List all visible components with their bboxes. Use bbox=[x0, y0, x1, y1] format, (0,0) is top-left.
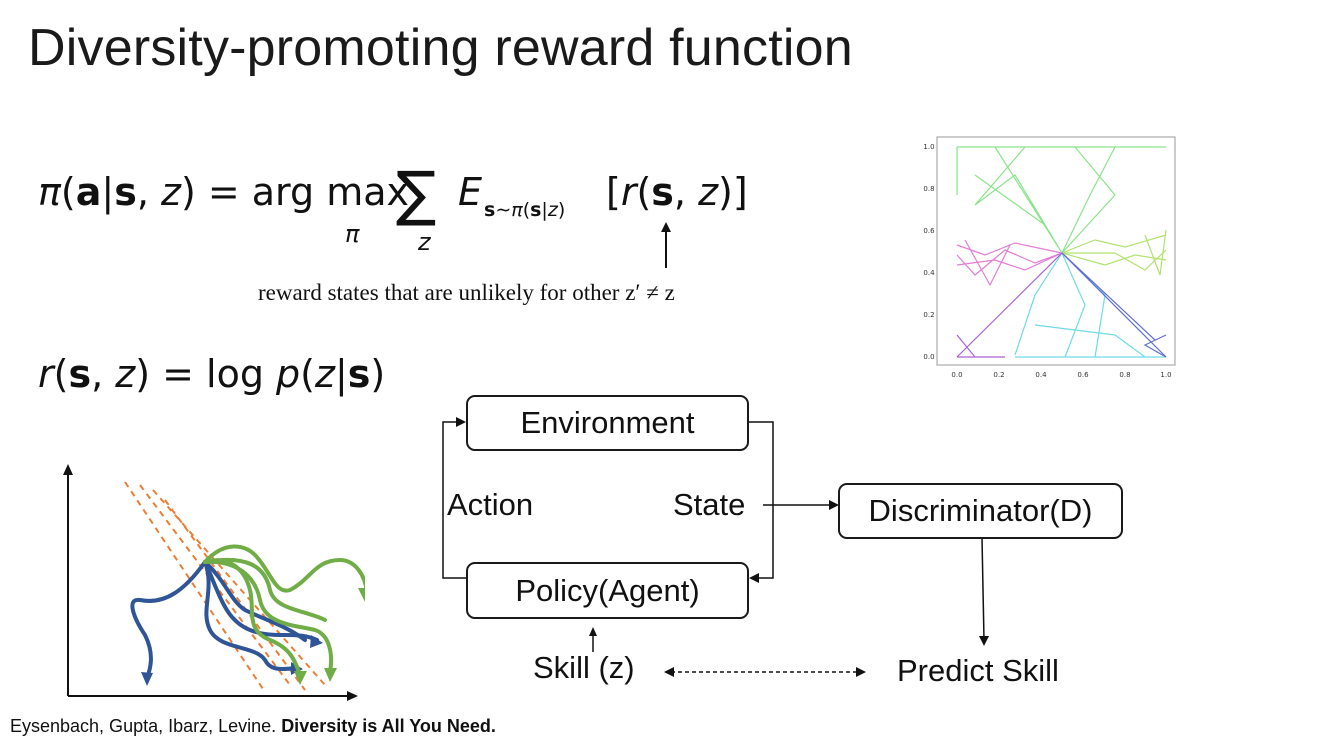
svg-text:0.2: 0.2 bbox=[923, 311, 934, 319]
skill-trajectory-plot: 1.0 0.8 0.6 0.4 0.2 0.0 0.0 0.2 0.4 0.6 … bbox=[915, 135, 1177, 385]
sketch-green-curves bbox=[203, 544, 369, 677]
policy-box: Policy(Agent) bbox=[466, 562, 749, 619]
environment-label: Environment bbox=[520, 405, 695, 440]
svg-text:0.0: 0.0 bbox=[923, 353, 934, 361]
slide-title: Diversity-promoting reward function bbox=[28, 19, 853, 77]
svg-text:s∼π(s|z): s∼π(s|z) bbox=[484, 199, 565, 221]
policy-equation: π(a|s, z) = arg max π ∑ z E s∼π(s|z) [r(… bbox=[38, 150, 758, 260]
policy-label: Policy(Agent) bbox=[515, 572, 700, 608]
discriminator-label: Discriminator(D) bbox=[868, 493, 1093, 528]
svg-text:0.6: 0.6 bbox=[923, 227, 935, 235]
citation: Eysenbach, Gupta, Ibarz, Levine. Diversi… bbox=[10, 716, 496, 737]
svg-text:0.8: 0.8 bbox=[923, 185, 934, 193]
citation-authors: Eysenbach, Gupta, Ibarz, Levine. bbox=[10, 716, 277, 736]
svg-text:1.0: 1.0 bbox=[923, 143, 934, 151]
svg-text:0.4: 0.4 bbox=[1035, 371, 1047, 379]
svg-text:∑: ∑ bbox=[396, 159, 436, 229]
sketch-blue-curves bbox=[130, 560, 319, 680]
svg-text:z: z bbox=[417, 228, 432, 256]
svg-text:[r(s, z)]: [r(s, z)] bbox=[606, 170, 748, 214]
action-label: Action bbox=[447, 487, 534, 522]
svg-text:0.8: 0.8 bbox=[1119, 371, 1130, 379]
policy-note: reward states that are unlikely for othe… bbox=[258, 280, 675, 305]
environment-box: Environment bbox=[466, 395, 749, 451]
reward-equation: r(s, z) = log p(z|s) bbox=[38, 345, 398, 405]
skill-label: Skill (z) bbox=[533, 650, 635, 685]
citation-paper: Diversity is All You Need. bbox=[281, 716, 496, 736]
svg-text:π: π bbox=[345, 220, 360, 248]
svg-text:0.0: 0.0 bbox=[951, 371, 962, 379]
plot-y-ticks: 1.0 0.8 0.6 0.4 0.2 0.0 bbox=[923, 143, 935, 361]
svg-text:0.6: 0.6 bbox=[1077, 371, 1089, 379]
svg-text:E: E bbox=[458, 170, 482, 214]
skill-plot-graphic: 1.0 0.8 0.6 0.4 0.2 0.0 0.0 0.2 0.4 0.6 … bbox=[923, 136, 1176, 379]
note-arrow bbox=[661, 222, 671, 268]
discriminator-box: Discriminator(D) bbox=[838, 483, 1123, 539]
trajectory-sketch-graphic bbox=[63, 464, 371, 701]
svg-text:1.0: 1.0 bbox=[1160, 371, 1171, 379]
svg-text:0.2: 0.2 bbox=[993, 371, 1004, 379]
state-label: State bbox=[673, 487, 746, 522]
flow-connectors bbox=[442, 417, 989, 677]
svg-text:r(s, z) = log p(z|s): r(s, z) = log p(z|s) bbox=[38, 352, 385, 397]
reward-equation-graphic: r(s, z) = log p(z|s) bbox=[38, 352, 385, 397]
plot-x-ticks: 0.0 0.2 0.4 0.6 0.8 1.0 bbox=[951, 371, 1171, 379]
svg-text:0.4: 0.4 bbox=[923, 269, 935, 277]
trajectory-sketch bbox=[55, 460, 371, 705]
predict-skill-label: Predict Skill bbox=[897, 653, 1059, 688]
svg-text:π(a|s, z) = arg max: π(a|s, z) = arg max bbox=[38, 170, 409, 215]
policy-equation-graphic: π(a|s, z) = arg max π ∑ z E s∼π(s|z) [r(… bbox=[38, 159, 748, 256]
